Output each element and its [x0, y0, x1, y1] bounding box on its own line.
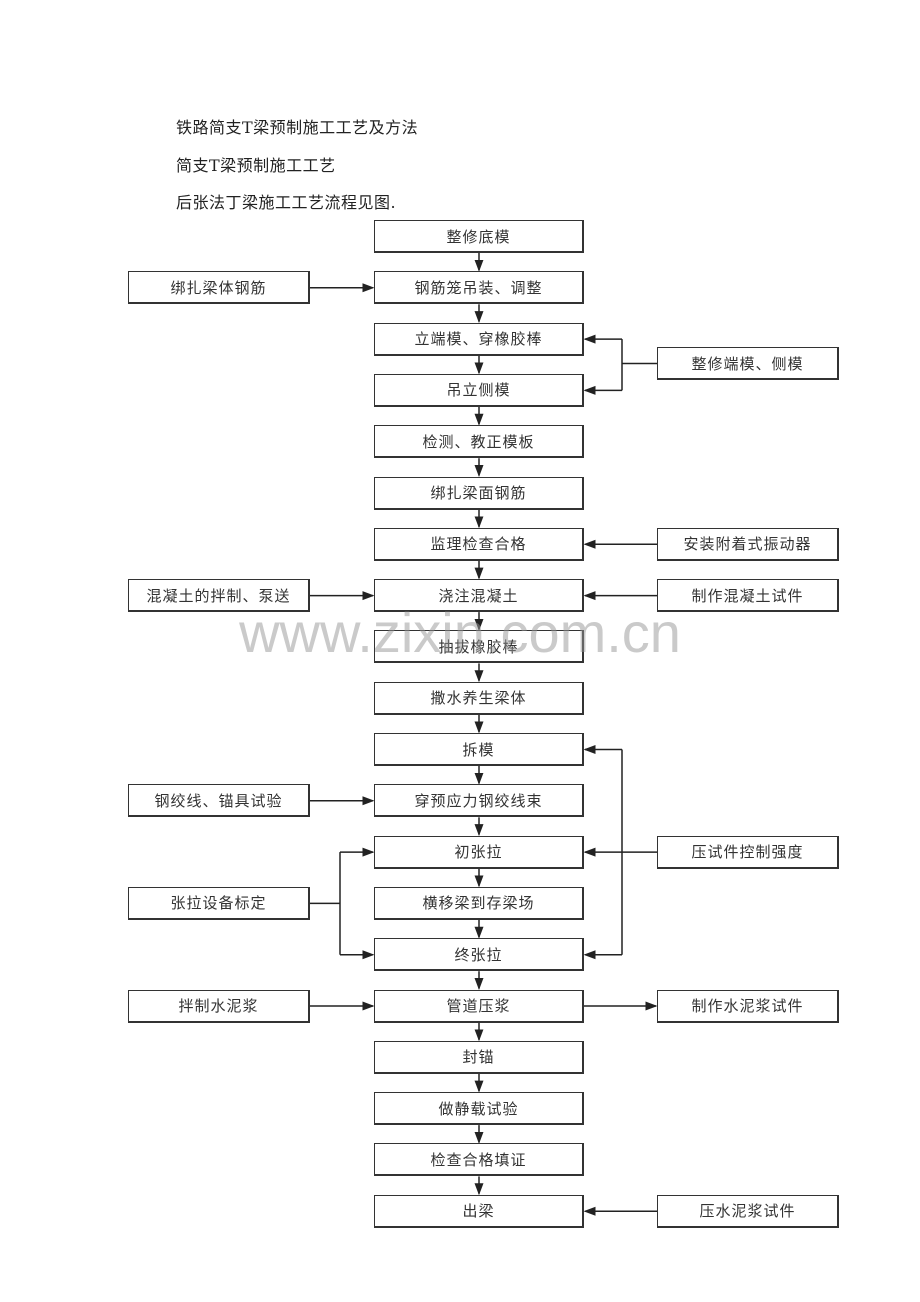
input-step-left: 钢绞线、锚具试验 — [128, 784, 310, 818]
input-step-right: 压水泥浆试件 — [657, 1194, 839, 1228]
process-step: 封锚 — [374, 1040, 584, 1074]
process-step: 拆模 — [374, 733, 584, 766]
input-step-right: 制作混凝土试件 — [657, 579, 839, 613]
process-step: 立端模、穿橡胶棒 — [374, 322, 584, 356]
process-step: 钢筋笼吊装、调整 — [374, 271, 584, 305]
process-step: 管道压浆 — [374, 989, 584, 1023]
input-step-left: 绑扎梁体钢筋 — [128, 271, 310, 305]
process-step: 绑扎梁面钢筋 — [374, 476, 584, 510]
process-step: 吊立侧模 — [374, 373, 584, 407]
process-step: 撒水养生梁体 — [374, 681, 584, 715]
process-step: 穿预应力钢绞线束 — [374, 784, 584, 818]
section-heading: 简支T梁预制施工工艺 — [176, 156, 336, 175]
process-step: 做静载试验 — [374, 1092, 584, 1126]
input-step-left: 张拉设备标定 — [128, 886, 310, 920]
input-step-left: 混凝土的拌制、泵送 — [128, 579, 310, 613]
input-step-right: 压试件控制强度 — [657, 835, 839, 869]
input-step-right: 整修端模、侧模 — [657, 347, 839, 380]
doc-title: 铁路简支T梁预制施工工艺及方法 — [176, 118, 419, 137]
input-step-right: 安装附着式振动器 — [657, 527, 839, 561]
input-step-right: 制作水泥浆试件 — [657, 989, 839, 1023]
process-step: 监理检查合格 — [374, 527, 584, 561]
process-step: 抽拔橡胶棒 — [374, 630, 584, 664]
process-step: 横移梁到存梁场 — [374, 886, 584, 920]
process-step: 浇注混凝土 — [374, 579, 584, 613]
process-step: 初张拉 — [374, 835, 584, 869]
process-step: 终张拉 — [374, 938, 584, 972]
process-step: 整修底模 — [374, 220, 584, 253]
process-step: 检测、教正模板 — [374, 425, 584, 459]
input-step-left: 拌制水泥浆 — [128, 989, 310, 1023]
process-step: 出梁 — [374, 1194, 584, 1228]
intro-text: 后张法丁梁施工工艺流程见图. — [176, 193, 397, 212]
process-step: 检查合格填证 — [374, 1143, 584, 1177]
